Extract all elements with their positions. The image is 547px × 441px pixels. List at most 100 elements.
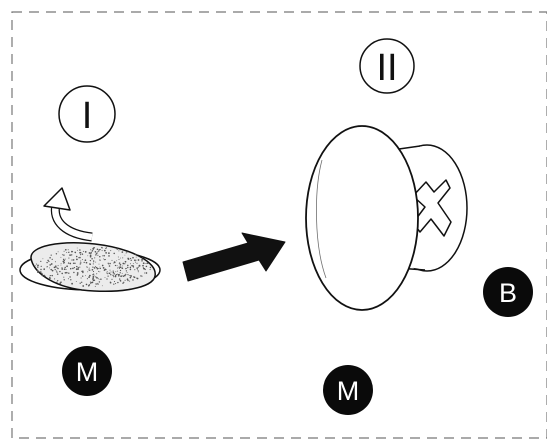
speckle-dot xyxy=(142,262,145,265)
speckle-dot xyxy=(87,255,89,257)
speckle-dot xyxy=(132,265,134,267)
speckle-dot xyxy=(107,275,109,277)
speckle-dot xyxy=(82,285,85,287)
speckle-dot xyxy=(68,257,70,259)
direction-arrow-icon xyxy=(182,232,286,282)
speckle-dot xyxy=(76,247,78,249)
speckle-dot xyxy=(101,250,103,252)
speckle-dot xyxy=(82,250,84,252)
speckle-dot xyxy=(93,279,95,281)
speckle-dot xyxy=(38,271,40,273)
speckle-dot xyxy=(56,267,58,269)
speckle-dot xyxy=(102,267,105,269)
speckle-dot xyxy=(42,258,44,260)
speckle-dot xyxy=(99,255,101,258)
speckle-dot xyxy=(142,257,144,258)
speckle-dot xyxy=(130,257,132,260)
speckle-dot xyxy=(122,265,124,267)
speckle-dot xyxy=(108,265,111,267)
speckle-dot xyxy=(63,254,65,256)
speckle-dot xyxy=(133,276,136,279)
speckle-dot xyxy=(41,272,43,275)
speckle-dot xyxy=(143,268,146,270)
speckle-dot xyxy=(75,255,78,258)
speckle-dot xyxy=(92,247,95,249)
speckle-dot xyxy=(95,283,97,285)
speckle-dot xyxy=(96,283,98,285)
speckle-dot xyxy=(121,275,123,277)
speckle-dot xyxy=(116,273,118,275)
speckle-dot xyxy=(106,278,108,280)
speckle-dot xyxy=(54,266,56,268)
speckle-dot xyxy=(124,260,127,263)
speckle-dot xyxy=(60,281,62,283)
speckle-dot xyxy=(77,267,79,269)
speckle-dot xyxy=(124,254,126,256)
speckle-dot xyxy=(64,258,66,260)
speckle-dot xyxy=(64,261,66,263)
speckle-dot xyxy=(61,272,63,275)
adhesive-pad-icon xyxy=(19,242,161,292)
speckle-dot xyxy=(97,282,98,284)
speckle-dot xyxy=(122,257,124,259)
speckle-dot xyxy=(66,271,68,274)
speckle-dot xyxy=(119,266,122,269)
speckle-dot xyxy=(51,258,53,261)
speckle-dot xyxy=(48,260,50,263)
peel-backing-icon xyxy=(43,187,93,242)
speckle-dot xyxy=(109,262,111,265)
speckle-dot xyxy=(89,263,91,265)
speckle-dot xyxy=(145,263,147,264)
badge-b: B xyxy=(483,267,533,317)
speckle-dot xyxy=(125,252,127,254)
speckle-dot xyxy=(98,270,99,272)
speckle-dot xyxy=(67,262,70,264)
badge-m-center-label: M xyxy=(337,376,360,406)
speckle-dot xyxy=(103,249,106,252)
speckle-dot xyxy=(117,270,119,272)
speckle-dot xyxy=(136,262,138,264)
speckle-dot xyxy=(94,257,96,259)
speckle-dot xyxy=(132,279,134,281)
speckle-dot xyxy=(97,254,99,256)
speckle-dot xyxy=(62,258,65,261)
speckle-dot xyxy=(55,253,58,255)
speckle-dot xyxy=(49,274,51,277)
speckle-dot xyxy=(57,251,59,253)
speckle-dot xyxy=(124,279,126,281)
speckle-dot xyxy=(137,270,139,272)
speckle-dot xyxy=(99,266,101,268)
speckle-dot xyxy=(94,251,97,253)
speckle-dot xyxy=(98,263,100,265)
speckle-dot xyxy=(121,251,124,253)
speckle-dot xyxy=(109,281,111,283)
speckle-dot xyxy=(129,268,132,271)
speckle-dot xyxy=(68,272,70,274)
speckle-dot xyxy=(83,261,85,264)
speckle-dot xyxy=(116,260,118,262)
speckle-dot xyxy=(127,258,130,260)
speckle-dot xyxy=(90,251,92,254)
badge-m-center: M xyxy=(323,365,373,415)
speckle-dot xyxy=(60,256,62,258)
speckle-dot xyxy=(37,270,39,272)
speckle-dot xyxy=(134,259,136,262)
speckle-dot xyxy=(107,273,108,275)
speckle-dot xyxy=(93,267,96,269)
speckle-dot xyxy=(80,260,82,262)
speckle-dot xyxy=(53,266,56,268)
speckle-dot xyxy=(113,273,116,275)
speckle-dot xyxy=(118,258,120,260)
adhesive-texture xyxy=(35,246,152,287)
speckle-dot xyxy=(124,274,126,277)
speckle-dot xyxy=(63,276,65,278)
speckle-dot xyxy=(104,268,107,271)
speckle-dot xyxy=(56,271,58,273)
speckle-dot xyxy=(56,273,59,275)
speckle-dot xyxy=(126,271,128,273)
speckle-dot xyxy=(119,249,121,251)
speckle-dot xyxy=(131,264,133,266)
speckle-dot xyxy=(108,255,110,257)
speckle-dot xyxy=(92,263,94,265)
speckle-dot xyxy=(89,255,92,258)
